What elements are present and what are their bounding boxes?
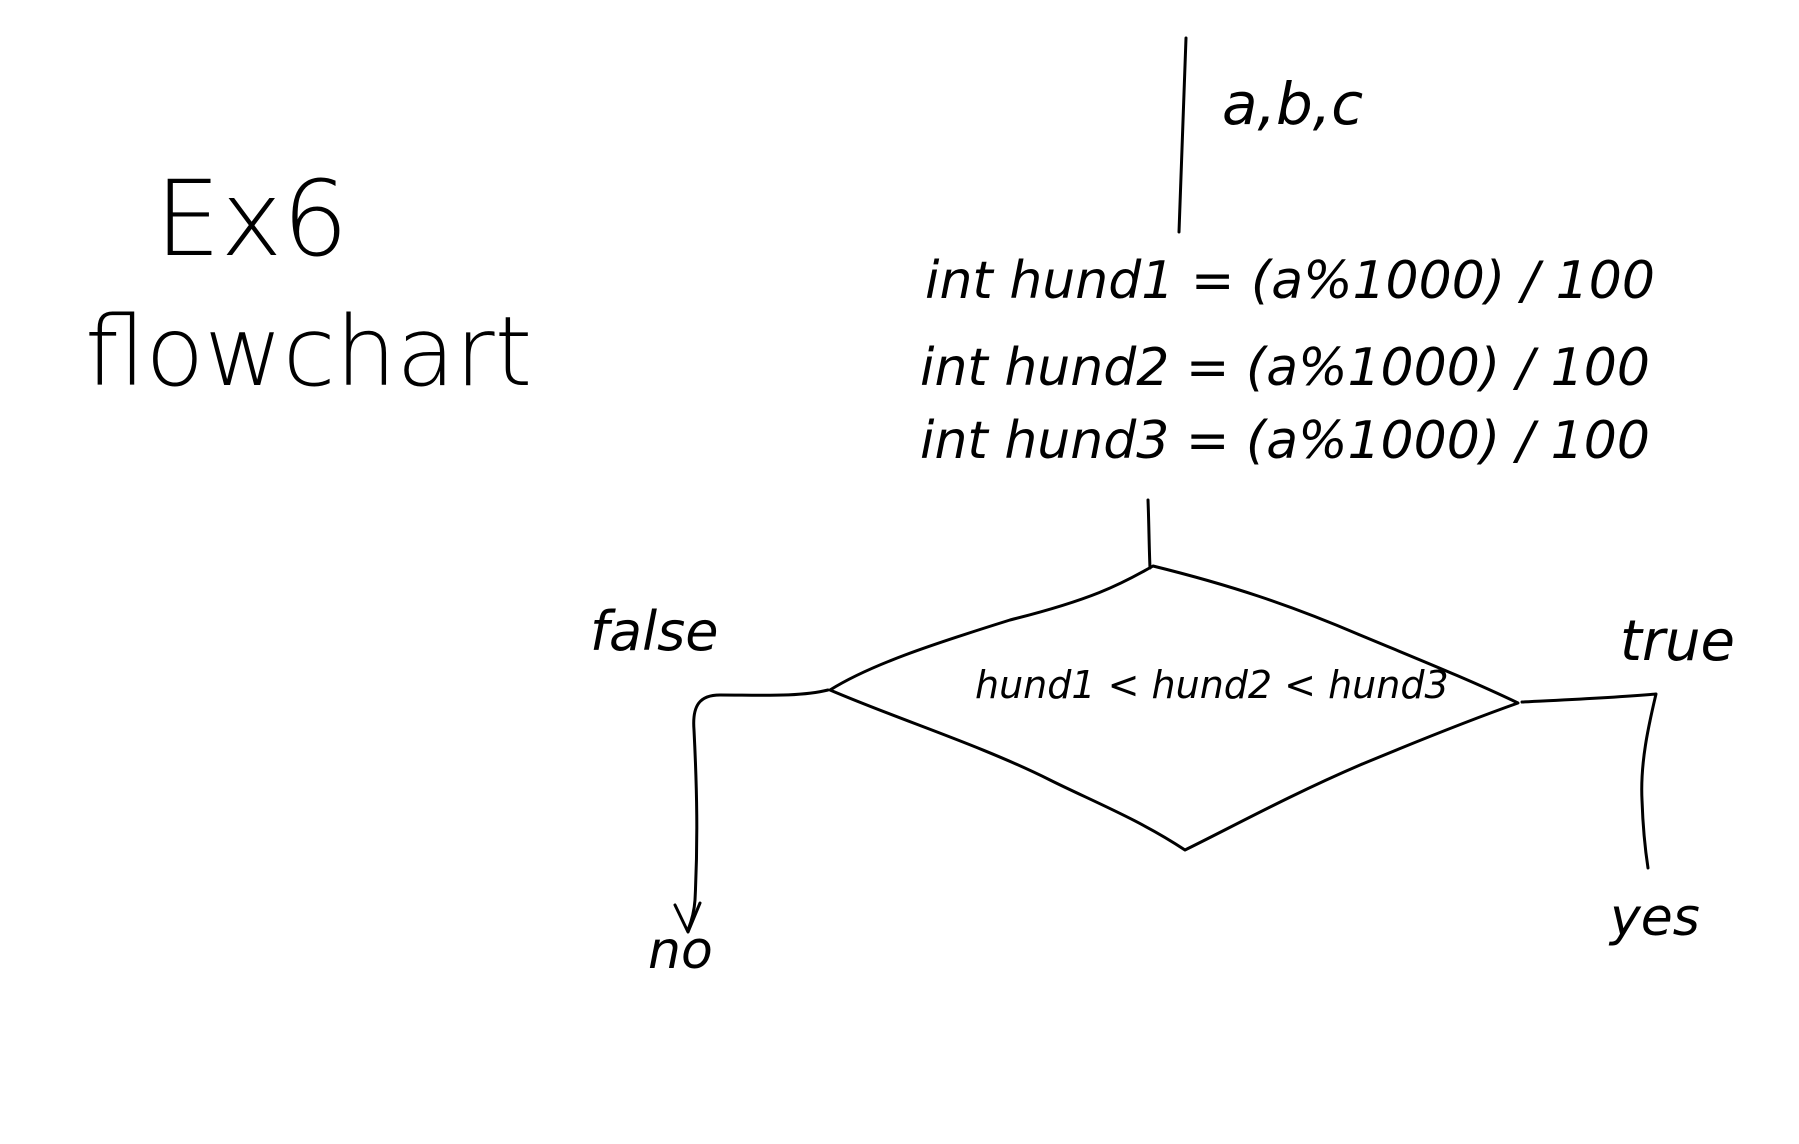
false-arrowhead xyxy=(673,901,702,934)
decision-diamond xyxy=(828,564,1520,852)
input-arrow-line xyxy=(1177,36,1188,234)
process-line-3: int hund3 = (a%1000) / 100 xyxy=(920,411,1650,471)
false-branch-line xyxy=(686,688,830,932)
process-to-decision-arrow xyxy=(1146,498,1152,570)
process-line-2: int hund2 = (a%1000) / 100 xyxy=(920,338,1650,398)
false-result-no: no xyxy=(648,921,713,981)
title-ex6: Ex6 xyxy=(155,158,348,280)
true-label: true xyxy=(1620,609,1735,674)
process-line-1: int hund1 = (a%1000) / 100 xyxy=(925,251,1655,311)
decision-condition: hund1 < hund2 < hund3 xyxy=(975,663,1449,707)
false-label: false xyxy=(590,600,718,663)
true-result-yes: yes xyxy=(1608,888,1700,948)
true-branch-line xyxy=(1520,692,1658,870)
title-flowchart: flowchart xyxy=(85,296,532,408)
input-label: a,b,c xyxy=(1222,70,1363,138)
